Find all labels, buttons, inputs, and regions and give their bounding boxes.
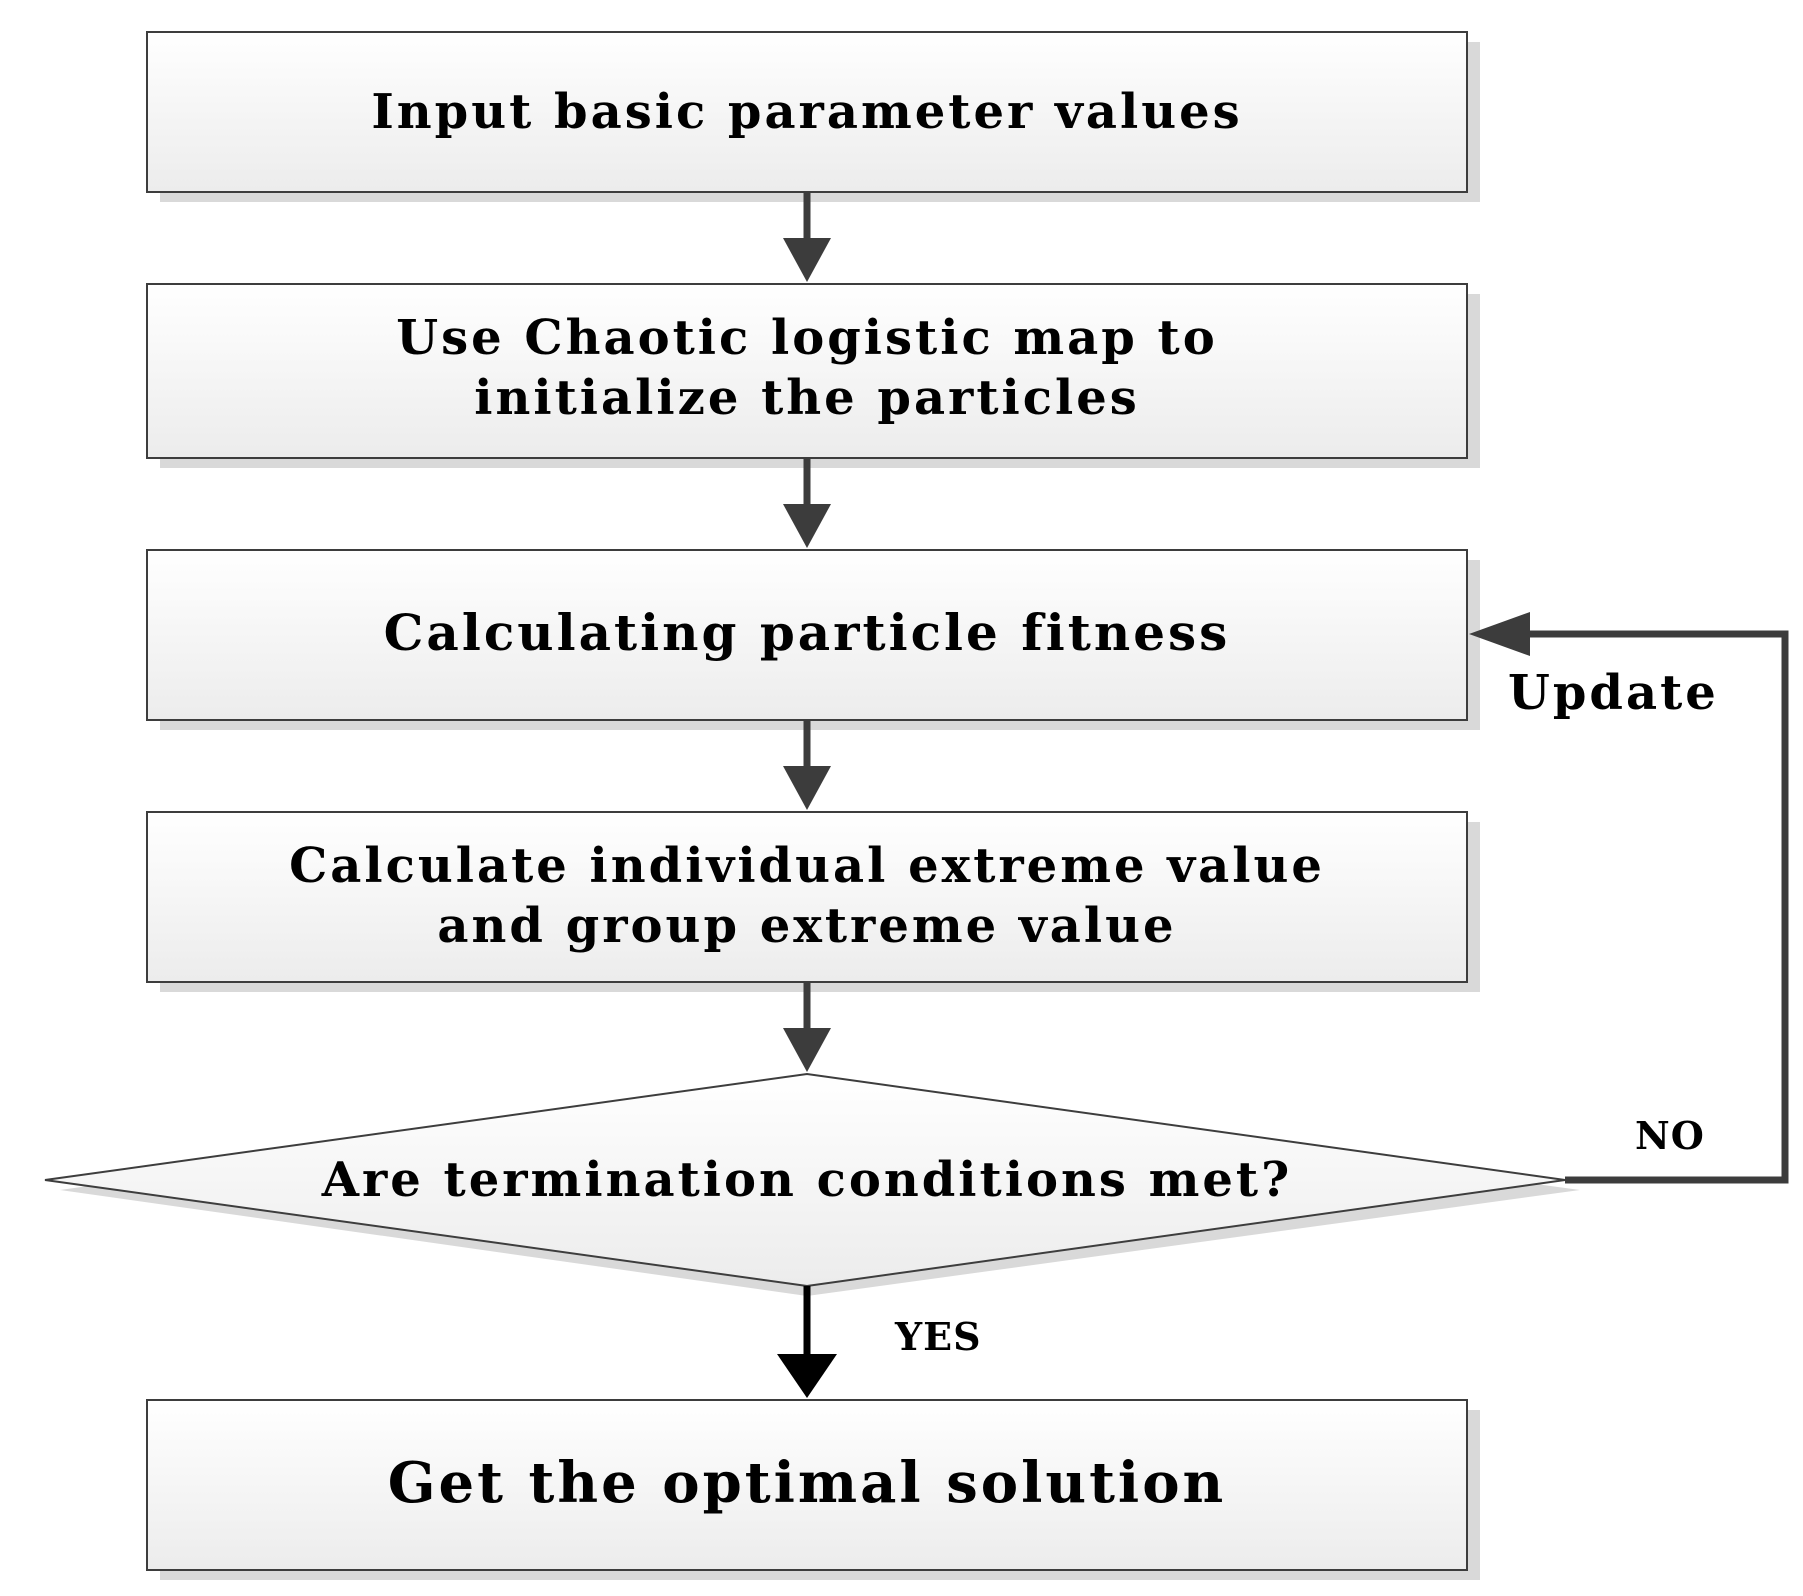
arrow-extreme-to-decision	[783, 982, 831, 1072]
step-init-label-line1: Use Chaotic logistic map to	[396, 310, 1217, 366]
update-label: Update	[1508, 665, 1719, 721]
decision-diamond: Are termination conditions met?	[44, 1072, 1580, 1296]
step-extreme-label-line1: Calculate individual extreme value	[289, 838, 1325, 894]
arrow-init-to-fitness	[783, 458, 831, 548]
arrow-fitness-to-extreme	[783, 720, 831, 810]
step-fitness-label: Calculating particle fitness	[384, 603, 1231, 662]
decision-label: Are termination conditions met?	[321, 1152, 1292, 1208]
step-result-box: Get the optimal solution	[146, 1399, 1480, 1580]
step-fitness-box: Calculating particle fitness	[146, 549, 1480, 730]
step-result-label: Get the optimal solution	[388, 1450, 1227, 1516]
step-init-box: Use Chaotic logistic map to initialize t…	[146, 283, 1480, 468]
arrow-decision-no-loop: NO Update	[1469, 612, 1789, 1184]
arrow-decision-yes: YES	[777, 1286, 982, 1398]
step-init-label-line2: initialize the particles	[474, 370, 1140, 426]
step-input-label: Input basic parameter values	[371, 84, 1242, 140]
arrow-input-to-init	[783, 192, 831, 282]
no-label: NO	[1635, 1113, 1705, 1158]
step-input-box: Input basic parameter values	[146, 31, 1480, 202]
step-extreme-label-line2: and group extreme value	[437, 898, 1176, 954]
yes-label: YES	[894, 1314, 982, 1359]
step-extreme-box: Calculate individual extreme value and g…	[146, 811, 1480, 992]
